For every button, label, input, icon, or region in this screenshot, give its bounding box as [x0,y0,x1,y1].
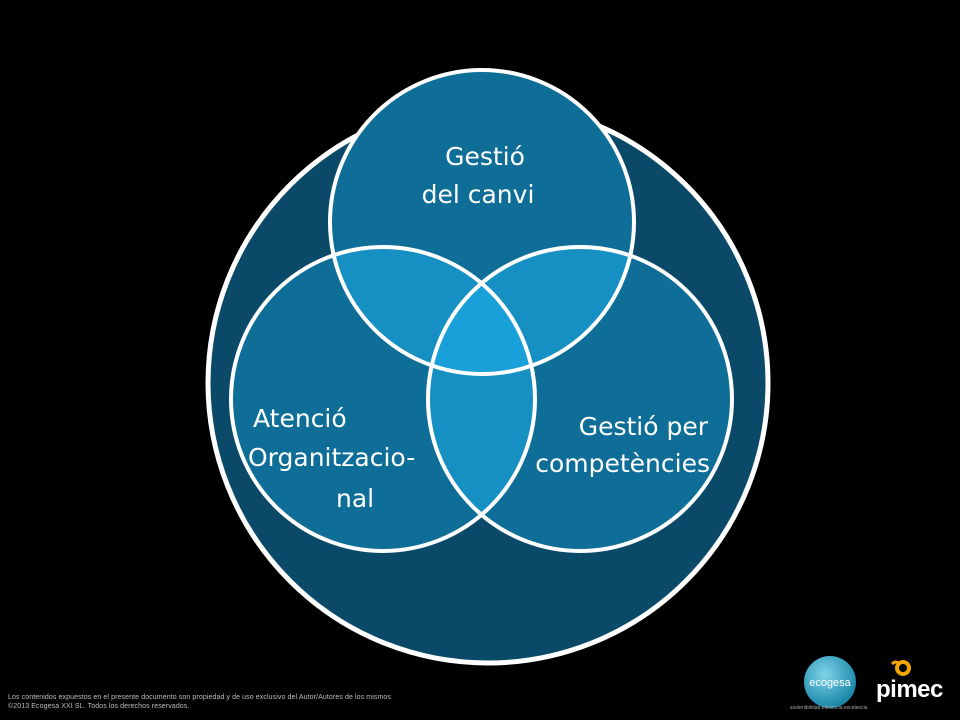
ecogesa-logo-icon: ecogesa [804,656,856,708]
footer-copyright: Los contenidos expuestos en el presente … [8,693,391,711]
label-top-line2: del canvi [422,180,535,209]
circle-top-outline [328,68,636,376]
label-left-line3: nal [336,484,374,513]
label-left-line2: Organitzacio- [248,443,415,472]
label-left-line1: Atenció [253,404,347,433]
circle-left-outline [229,245,537,553]
label-right-line1: Gestió per [579,412,709,441]
overlap-center [428,247,535,374]
pimec-logo-text: pimec [876,676,943,703]
footer-line-1: Los contenidos expuestos en el presente … [8,694,392,701]
pimec-logo-icon [890,660,911,676]
label-right-line2: competències [535,449,710,478]
ecogesa-logo-text: ecogesa [809,677,851,689]
ecogesa-tagline: sostenibilidad eficiencia excelencia [790,705,868,711]
label-top-line1: Gestió [445,142,525,171]
footer-line-2: ©2013 Ecogesa XXI SL. Todos los derechos… [8,703,190,710]
circle-right-outline [426,245,734,553]
